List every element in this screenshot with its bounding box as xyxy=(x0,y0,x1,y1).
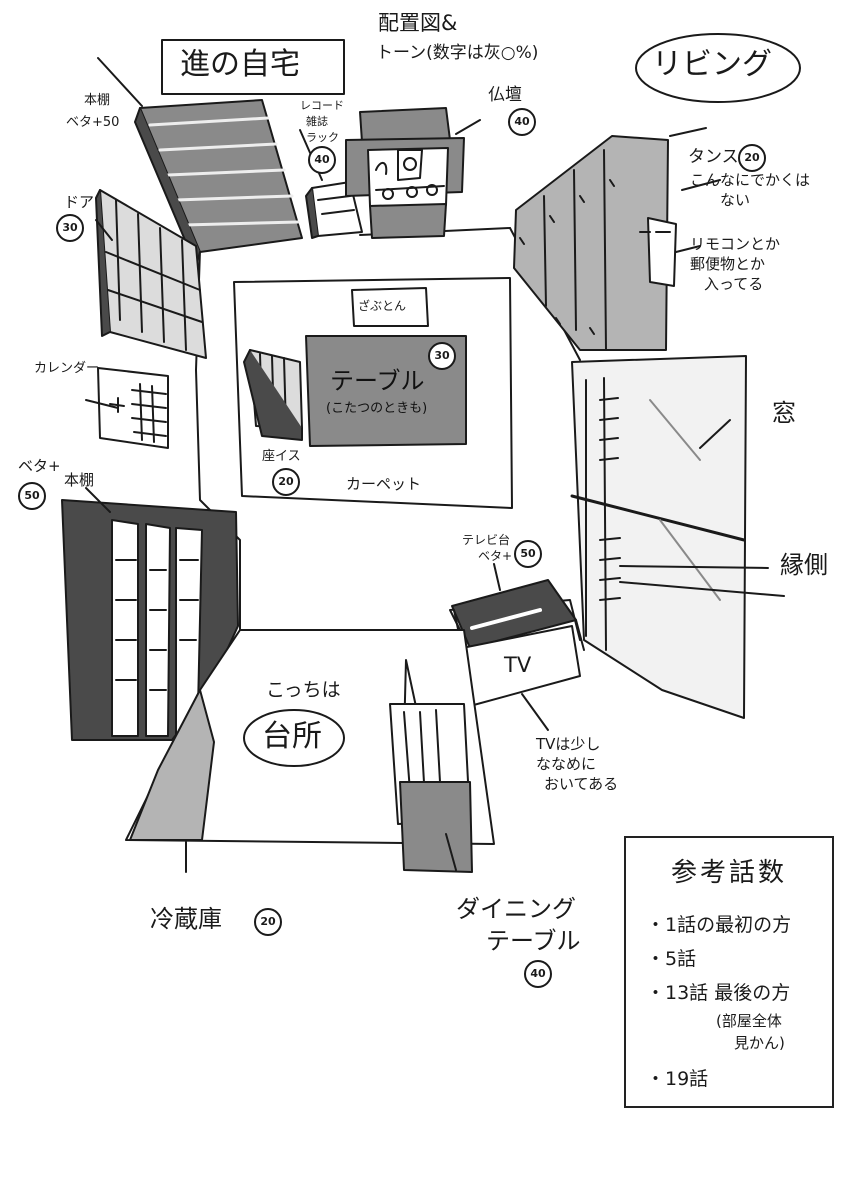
refrigerator xyxy=(129,689,215,841)
left-bookshelf xyxy=(61,499,239,741)
low-table xyxy=(305,335,467,447)
carpet-label: カーペット xyxy=(346,475,422,493)
kitchen-circle xyxy=(243,709,345,767)
room-name: リビング xyxy=(652,47,772,82)
kitchen-prefix: こっちは xyxy=(266,679,341,701)
reference-title: 参考話数 xyxy=(670,858,787,888)
bookshelf-left-tone-prefix: ベタ+ xyxy=(18,457,61,475)
butsudan xyxy=(345,107,465,239)
window-label: 窓 xyxy=(772,399,796,427)
reference-sub-item: 見かん) xyxy=(734,1034,785,1052)
remote-note-2: 郵便物とか xyxy=(690,255,766,273)
dining-label-2: テーブル xyxy=(486,927,581,955)
dining-table xyxy=(389,659,473,873)
tansu-label: タンス xyxy=(688,147,739,167)
tv-stand-tone: 50 xyxy=(514,540,542,568)
tansu-note-2: ない xyxy=(720,191,751,209)
bookshelf-top-tone: ベタ+50 xyxy=(66,115,120,130)
tv-label: TV xyxy=(504,653,532,677)
record-rack-tone: 40 xyxy=(308,146,336,174)
zaisu-chair xyxy=(243,349,303,441)
calendar xyxy=(97,367,169,449)
calendar-label: カレンダー xyxy=(34,361,100,376)
reference-item: ・19話 xyxy=(646,1068,709,1090)
table-label: テーブル xyxy=(330,367,425,395)
zabuton-label: ざぶとん xyxy=(358,299,407,313)
home-title: 進の自宅 xyxy=(180,47,300,82)
tv-note-2: ななめに xyxy=(536,755,597,773)
zaisu-tone: 20 xyxy=(272,468,300,496)
reference-item: ・13話 最後の方 xyxy=(646,982,791,1004)
zaisu-label: 座イス xyxy=(262,449,301,464)
table-tone: 30 xyxy=(428,342,456,370)
room-name-circle xyxy=(635,33,801,103)
dining-tone: 40 xyxy=(524,960,552,988)
tansu xyxy=(513,135,677,351)
tv-stand-label-1: テレビ台 xyxy=(462,533,511,547)
layout-title-line1: 配置図& xyxy=(378,11,458,35)
record-rack-label-2: 雑誌 xyxy=(306,115,328,128)
remote-note-1: リモコンとか xyxy=(690,235,781,253)
bookshelf-top-label: 本棚 xyxy=(84,93,111,108)
tansu-note-1: こんなにでかくは xyxy=(690,171,811,189)
reference-item: ・1話の最初の方 xyxy=(646,914,792,936)
tv-stand-label-2: ベタ+ xyxy=(478,549,513,563)
home-title-box xyxy=(161,39,345,95)
remote-note-3: 入ってる xyxy=(704,275,764,293)
table-sub-label: (こたつのときも) xyxy=(326,401,428,416)
top-bookshelf xyxy=(134,99,303,267)
bookshelf-left-tone: 50 xyxy=(18,482,46,510)
dining-label-1: ダイニング xyxy=(456,895,576,923)
fridge-tone: 20 xyxy=(254,908,282,936)
reference-episodes-box: 参考話数 ・1話の最初の方 ・5話 ・13話 最後の方 (部屋全体 見かん) ・… xyxy=(624,836,834,1108)
engawa-label: 縁側 xyxy=(780,551,828,579)
tansu-tone: 20 xyxy=(738,144,766,172)
butsudan-tone: 40 xyxy=(508,108,536,136)
bookshelf-left-label: 本棚 xyxy=(64,471,95,489)
window xyxy=(570,355,747,719)
layout-title-line2: トーン(数字は灰○%) xyxy=(376,43,539,63)
door xyxy=(95,189,207,359)
kitchen-label: 台所 xyxy=(262,719,322,754)
butsudan-label: 仏壇 xyxy=(488,85,522,105)
reference-sub-item: (部屋全体 xyxy=(716,1012,782,1030)
record-rack-label-1: レコード xyxy=(300,99,344,112)
record-rack-label-3: ラック xyxy=(306,131,339,144)
zabuton xyxy=(351,287,429,327)
tv-note-3: おいてある xyxy=(544,775,619,793)
reference-item: ・5話 xyxy=(646,948,697,970)
door-tone: 30 xyxy=(56,214,84,242)
door-label: ドア xyxy=(64,193,95,211)
fridge-label: 冷蔵庫 xyxy=(150,905,222,933)
tv-note-1: TVは少し xyxy=(536,735,601,753)
